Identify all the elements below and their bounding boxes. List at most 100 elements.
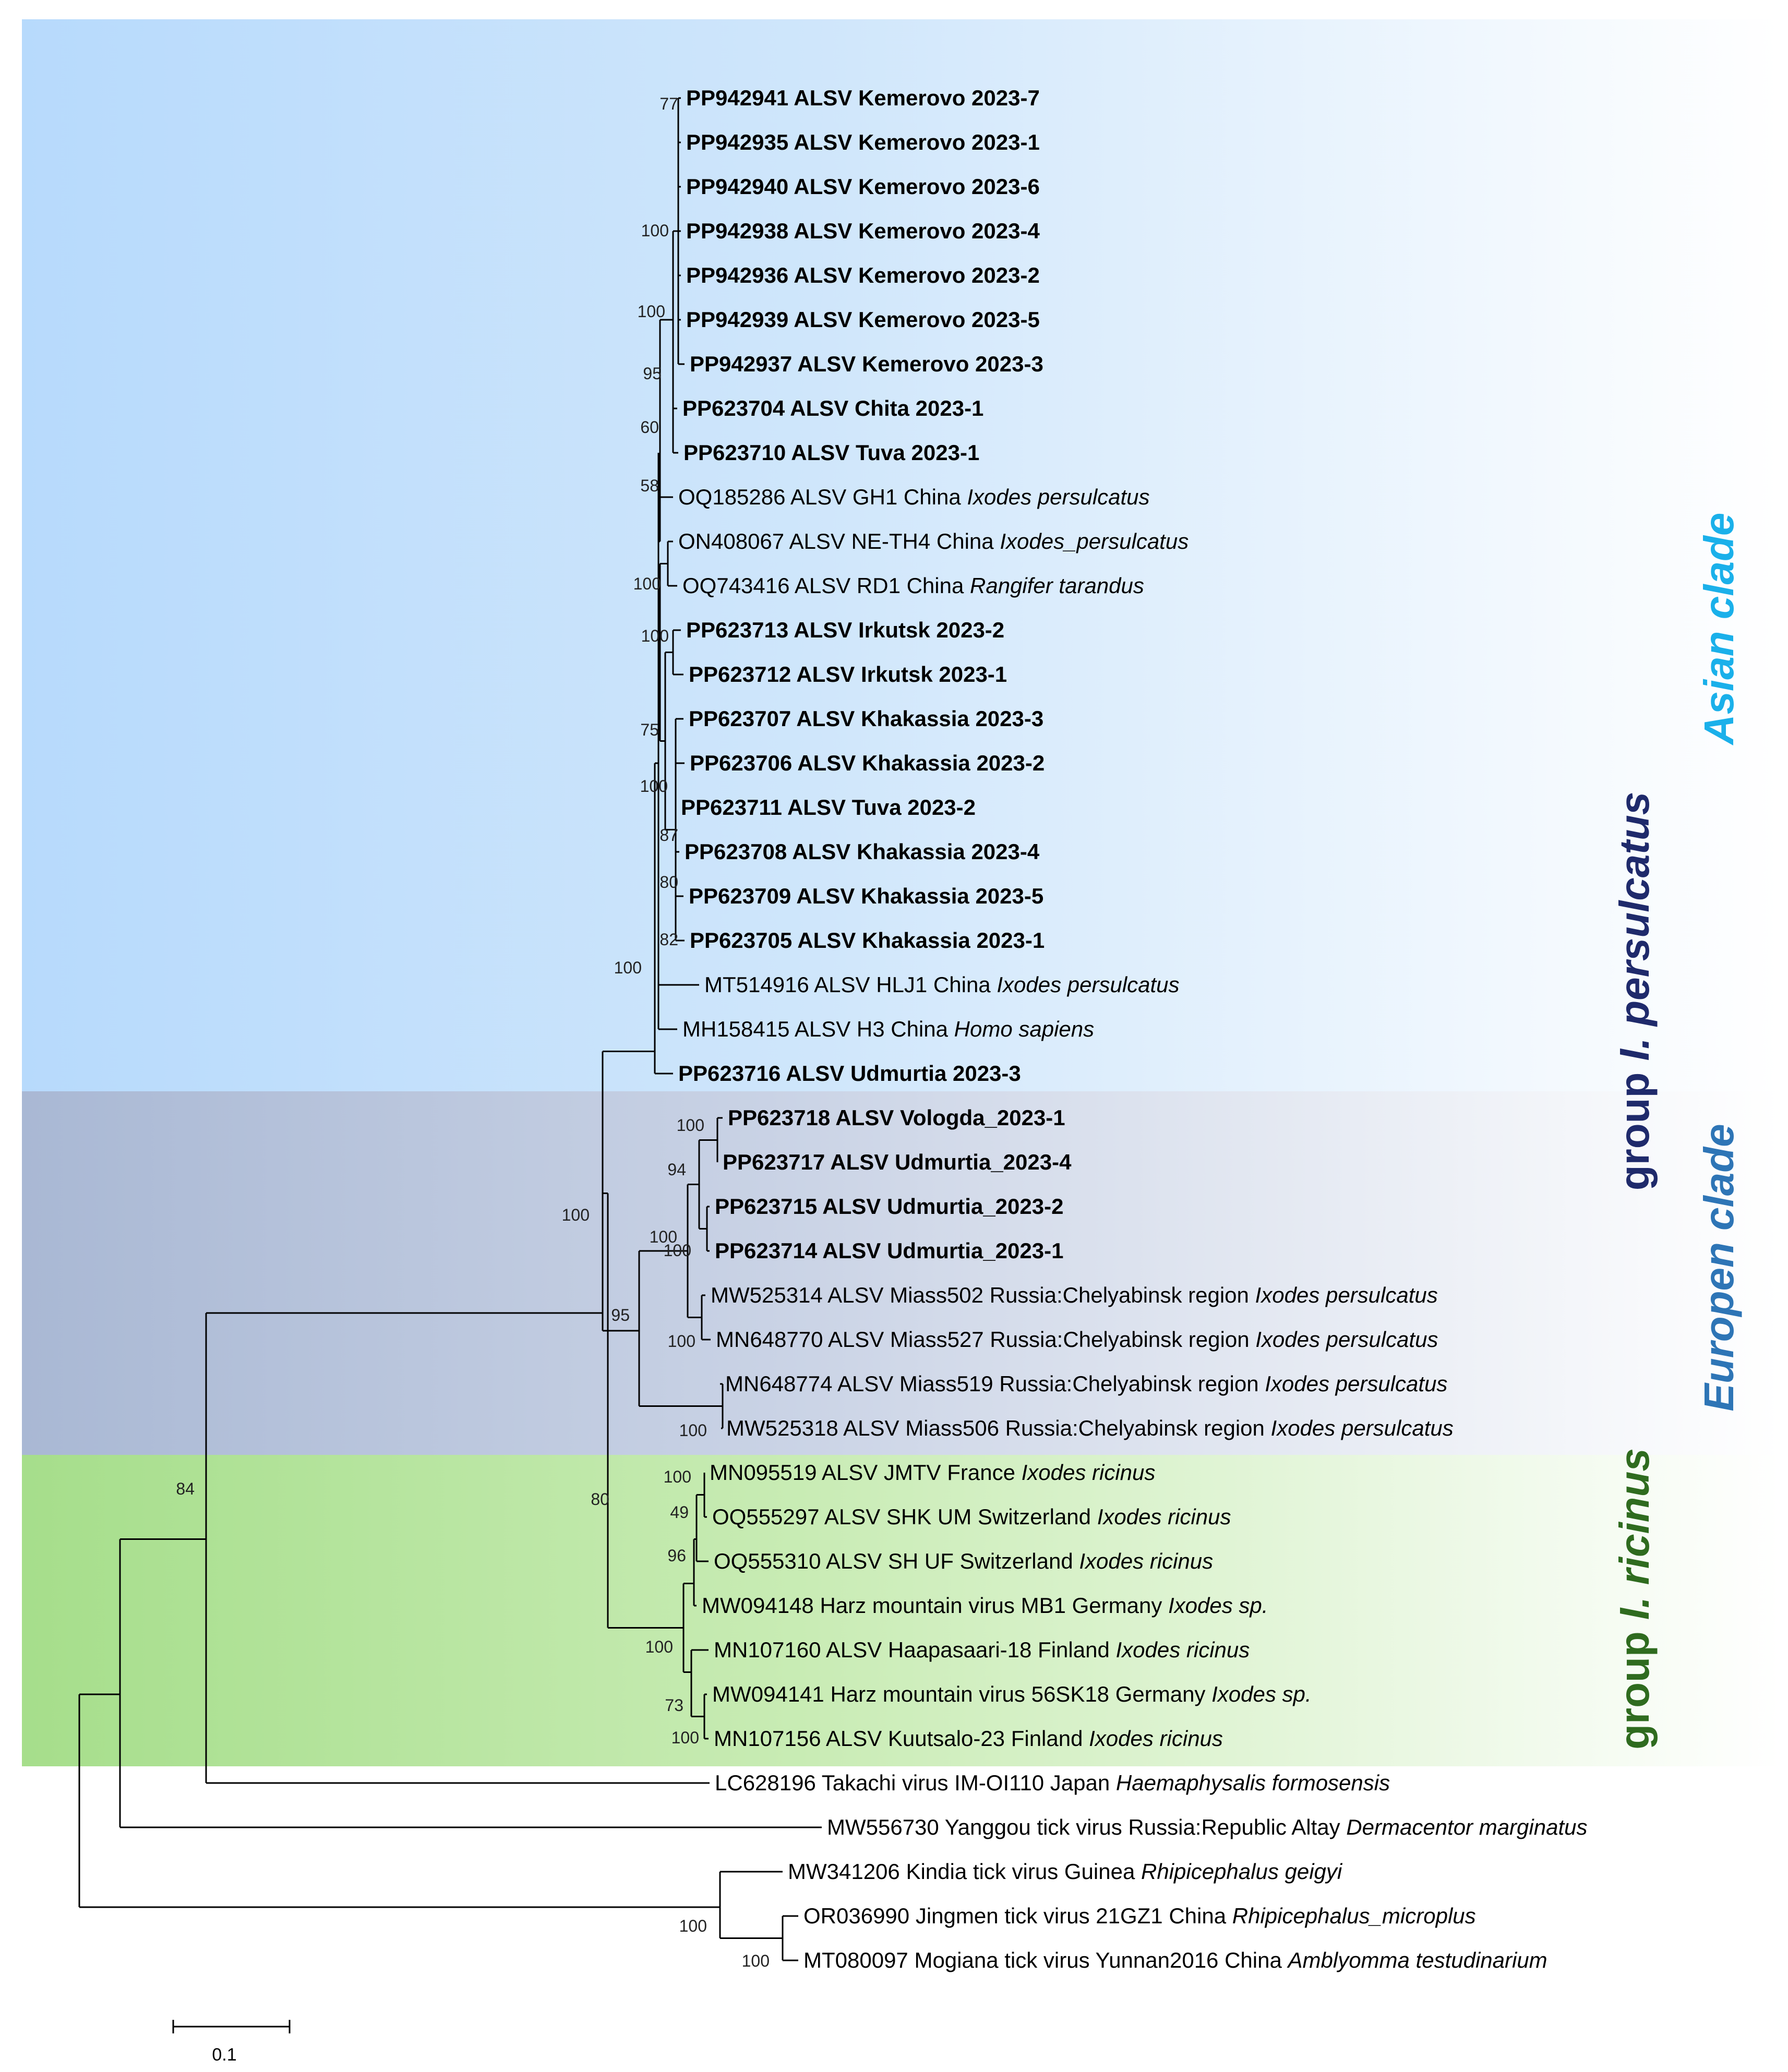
bootstrap-value: 87 [659,826,678,845]
scale-bar-label: 0.1 [212,2045,236,2065]
asian-clade-label: Asian clade [1696,513,1742,746]
bootstrap-value: 49 [670,1503,689,1522]
taxon-label: OQ743416 ALSV RD1 China Rangifer tarandu… [682,573,1144,598]
taxon-host: Ixodes persulcatus [1255,1283,1438,1307]
taxon-name: PP623709 ALSV Khakassia 2023-5 [689,884,1043,908]
taxon-host: Ixodes sp. [1168,1593,1268,1618]
taxon-label: PP623707 ALSV Khakassia 2023-3 [689,706,1043,731]
taxon-host: Ixodes_persulcatus [1000,529,1189,553]
taxon-name: OQ555297 ALSV SHK UM Switzerland [712,1504,1097,1529]
taxon-host: Rangifer tarandus [970,573,1144,598]
taxon-label: MN648774 ALSV Miass519 Russia:Chelyabins… [725,1371,1447,1396]
taxon-label: PP942938 ALSV Kemerovo 2023-4 [686,219,1040,243]
taxon-name: ON408067 ALSV NE-TH4 China [678,529,1000,553]
bootstrap-value: 100 [640,777,668,796]
taxon-host: Rhipicephalus_microplus [1232,1904,1476,1928]
asian-clade-background [22,19,1780,1091]
taxon-label: PP942939 ALSV Kemerovo 2023-5 [686,307,1040,332]
taxon-name: MH158415 ALSV H3 China [682,1017,954,1041]
taxon-label: MT514916 ALSV HLJ1 China Ixodes persulca… [704,972,1180,997]
taxon-label: MW094148 Harz mountain virus MB1 Germany… [702,1593,1268,1618]
taxon-label: MW094141 Harz mountain virus 56SK18 Germ… [712,1682,1312,1706]
taxon-host: Ixodes persulcatus [997,972,1179,997]
taxon-host: Ixodes persulcatus [1265,1371,1447,1396]
taxon-label: PP623704 ALSV Chita 2023-1 [682,396,983,420]
taxon-name: PP623710 ALSV Tuva 2023-1 [683,440,979,465]
european-clade-background [22,1091,1780,1455]
taxon-host: Homo sapiens [954,1017,1094,1041]
taxon-name: PP623715 ALSV Udmurtia_2023-2 [715,1194,1063,1219]
taxon-host: Haemaphysalis formosensis [1116,1770,1390,1795]
taxon-name: MW525318 ALSV Miass506 Russia:Chelyabins… [726,1416,1271,1440]
bootstrap-value: 100 [664,1241,691,1260]
taxon-name: MW341206 Kindia tick virus Guinea [788,1859,1141,1884]
bootstrap-value: 58 [640,476,659,495]
bootstrap-value: 100 [650,1227,677,1246]
taxon-label: PP623716 ALSV Udmurtia 2023-3 [678,1061,1021,1086]
taxon-label: MT080097 Mogiana tick virus Yunnan2016 C… [803,1948,1547,1972]
bootstrap-value: 100 [562,1206,590,1224]
taxon-label: LC628196 Takachi virus IM-OI110 Japan Ha… [715,1770,1390,1795]
taxon-host: Ixodes persulcatus [1271,1416,1454,1440]
bootstrap-value: 100 [641,627,669,645]
taxon-name: PP623711 ALSV Tuva 2023-2 [681,795,976,820]
taxon-label: PP623715 ALSV Udmurtia_2023-2 [715,1194,1063,1219]
taxon-label: PP942935 ALSV Kemerovo 2023-1 [686,130,1040,154]
taxon-label: PP942937 ALSV Kemerovo 2023-3 [690,352,1043,376]
taxon-label: PP942936 ALSV Kemerovo 2023-2 [686,263,1040,287]
taxon-name: PP623705 ALSV Khakassia 2023-1 [690,928,1045,953]
taxon-label: PP623710 ALSV Tuva 2023-1 [683,440,979,465]
taxon-label: PP623713 ALSV Irkutsk 2023-2 [686,618,1004,642]
ricinus-group-label: group I. ricinus [1611,1448,1658,1750]
taxon-host: Ixodes ricinus [1097,1504,1231,1529]
tree-branches [78,97,822,1961]
taxon-name: PP623713 ALSV Irkutsk 2023-2 [686,618,1004,642]
taxon-name: OQ555310 ALSV SH UF Switzerland [714,1549,1079,1573]
bootstrap-value: 73 [665,1696,683,1715]
bootstrap-value: 75 [640,720,659,739]
taxon-name: PP942937 ALSV Kemerovo 2023-3 [690,352,1043,376]
taxon-name: PP942939 ALSV Kemerovo 2023-5 [686,307,1040,332]
taxon-label: MN107156 ALSV Kuutsalo-23 Finland Ixodes… [714,1726,1223,1751]
bootstrap-value: 100 [633,574,661,593]
taxon-name: OQ743416 ALSV RD1 China [682,573,970,598]
taxon-name: PP623718 ALSV Vologda_2023-1 [728,1105,1065,1130]
taxon-name: PP623717 ALSV Udmurtia_2023-4 [723,1150,1072,1174]
bootstrap-value: 96 [667,1546,686,1565]
taxon-label: PP623712 ALSV Irkutsk 2023-1 [689,662,1007,686]
taxon-name: OR036990 Jingmen tick virus 21GZ1 China [803,1904,1232,1928]
scale-bar [172,2020,291,2033]
bootstrap-values: 77 100 100 95 60 58 100 100 75 100 87 80… [176,94,770,1970]
taxon-label: PP623714 ALSV Udmurtia_2023-1 [715,1238,1063,1263]
taxon-label: PP623705 ALSV Khakassia 2023-1 [690,928,1045,953]
bootstrap-value: 77 [659,94,678,113]
bootstrap-value: 84 [176,1479,195,1498]
bootstrap-value: 80 [591,1490,609,1509]
taxon-name: MN648770 ALSV Miass527 Russia:Chelyabins… [716,1327,1255,1352]
bootstrap-value: 82 [659,930,678,949]
ricinus-group-species: I. ricinus [1611,1448,1658,1620]
taxon-name: MW094148 Harz mountain virus MB1 Germany [702,1593,1168,1618]
taxon-label: PP623709 ALSV Khakassia 2023-5 [689,884,1043,908]
bootstrap-value: 95 [643,364,662,383]
taxon-label: MN107160 ALSV Haapasaari-18 Finland Ixod… [714,1637,1250,1662]
taxon-name: MW525314 ALSV Miass502 Russia:Chelyabins… [711,1283,1255,1307]
european-clade-label: Europen clade [1696,1124,1742,1411]
taxon-label: PP623706 ALSV Khakassia 2023-2 [690,751,1045,775]
taxon-name: MW556730 Yanggou tick virus Russia:Repub… [827,1815,1346,1839]
taxon-name: OQ185286 ALSV GH1 China [678,485,967,509]
taxon-label: MW525318 ALSV Miass506 Russia:Chelyabins… [726,1416,1454,1440]
taxon-label: ON408067 ALSV NE-TH4 China Ixodes_persul… [678,529,1189,553]
taxon-name: MN095519 ALSV JMTV France [710,1460,1022,1485]
taxon-label: MW556730 Yanggou tick virus Russia:Repub… [827,1815,1587,1839]
taxon-name: MN648774 ALSV Miass519 Russia:Chelyabins… [725,1371,1265,1396]
taxon-label: PP942940 ALSV Kemerovo 2023-6 [686,174,1040,199]
taxon-label: MH158415 ALSV H3 China Homo sapiens [682,1017,1094,1041]
taxon-name: PP623716 ALSV Udmurtia 2023-3 [678,1061,1021,1086]
taxon-host: Ixodes persulcatus [967,485,1149,509]
taxon-host: Ixodes ricinus [1022,1460,1156,1485]
taxon-name: MN107160 ALSV Haapasaari-18 Finland [714,1637,1115,1662]
taxon-name: PP623704 ALSV Chita 2023-1 [682,396,983,420]
taxon-host: Amblyomma testudinarium [1287,1948,1547,1972]
